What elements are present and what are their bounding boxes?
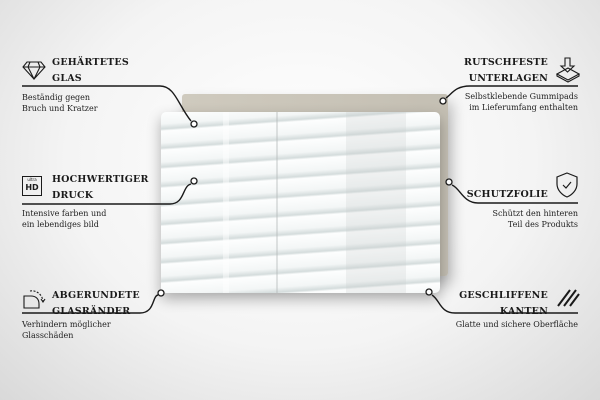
pad-press-icon	[556, 57, 580, 83]
diamond-icon	[22, 61, 46, 80]
polished-edge-icon	[557, 289, 580, 307]
feature-title: SCHUTZFOLIE	[466, 189, 548, 200]
feature-desc: Glatte und sichere Oberfläche	[455, 320, 578, 329]
shield-check-icon	[556, 172, 578, 198]
rounded-corner-icon	[23, 290, 46, 309]
product-glass-panel	[161, 112, 440, 293]
